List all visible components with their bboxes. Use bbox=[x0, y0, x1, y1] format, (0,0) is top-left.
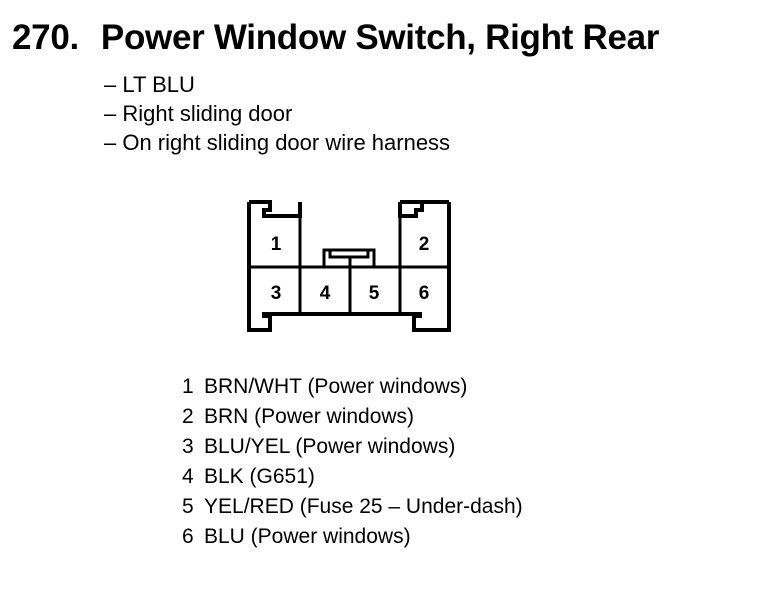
cavity-label: 4 bbox=[320, 283, 331, 304]
description-line: – LT BLU bbox=[104, 72, 195, 97]
pin-row: 4 BLK (G651) bbox=[182, 462, 523, 492]
cavity-label: 3 bbox=[271, 283, 282, 304]
pin-number: 6 bbox=[182, 525, 194, 548]
component-name: Power Window Switch, Right Rear bbox=[100, 18, 660, 57]
cavity-label: 1 bbox=[271, 234, 282, 255]
description-line: – On right sliding door wire harness bbox=[104, 130, 451, 155]
description-line: – Right sliding door bbox=[104, 101, 293, 126]
pin-list: 1 BRN/WHT (Power windows) 2 BRN (Power w… bbox=[182, 372, 523, 552]
pin-wire-description: BRN (Power windows) bbox=[204, 405, 415, 428]
connector-face-drawing: 1 2 3 4 5 6 bbox=[247, 200, 451, 332]
pin-wire-description: BLK (G651) bbox=[204, 465, 315, 488]
page-title: 270. Power Window Switch, Right Rear bbox=[12, 18, 659, 58]
component-description: – LT BLU – Right sliding door – On right… bbox=[104, 70, 450, 157]
pin-row: 6 BLU (Power windows) bbox=[182, 522, 523, 552]
cavity-divider bbox=[298, 257, 402, 314]
pin-wire-description: BLU/YEL (Power windows) bbox=[204, 435, 456, 458]
cavity-label: 6 bbox=[419, 283, 430, 304]
pin-row: 3 BLU/YEL (Power windows) bbox=[182, 432, 523, 462]
pin-number: 2 bbox=[182, 405, 194, 428]
pin-wire-description: BLU (Power windows) bbox=[204, 525, 411, 548]
cavity-label: 2 bbox=[419, 234, 430, 255]
pin-number: 4 bbox=[182, 465, 194, 488]
connector-diagram: 1 2 3 4 5 6 bbox=[240, 193, 464, 337]
cavity-label: 5 bbox=[369, 283, 380, 304]
connector-outline bbox=[247, 200, 451, 332]
pin-number: 1 bbox=[182, 375, 194, 398]
pin-number: 3 bbox=[182, 435, 194, 458]
pin-row: 5 YEL/RED (Fuse 25 – Under-dash) bbox=[182, 492, 523, 522]
pin-row: 2 BRN (Power windows) bbox=[182, 402, 523, 432]
pin-row: 1 BRN/WHT (Power windows) bbox=[182, 372, 523, 402]
pin-number: 5 bbox=[182, 495, 194, 518]
component-number: 270. bbox=[12, 18, 79, 57]
pin-wire-description: YEL/RED (Fuse 25 – Under-dash) bbox=[204, 495, 523, 518]
pin-wire-description: BRN/WHT (Power windows) bbox=[204, 375, 468, 398]
